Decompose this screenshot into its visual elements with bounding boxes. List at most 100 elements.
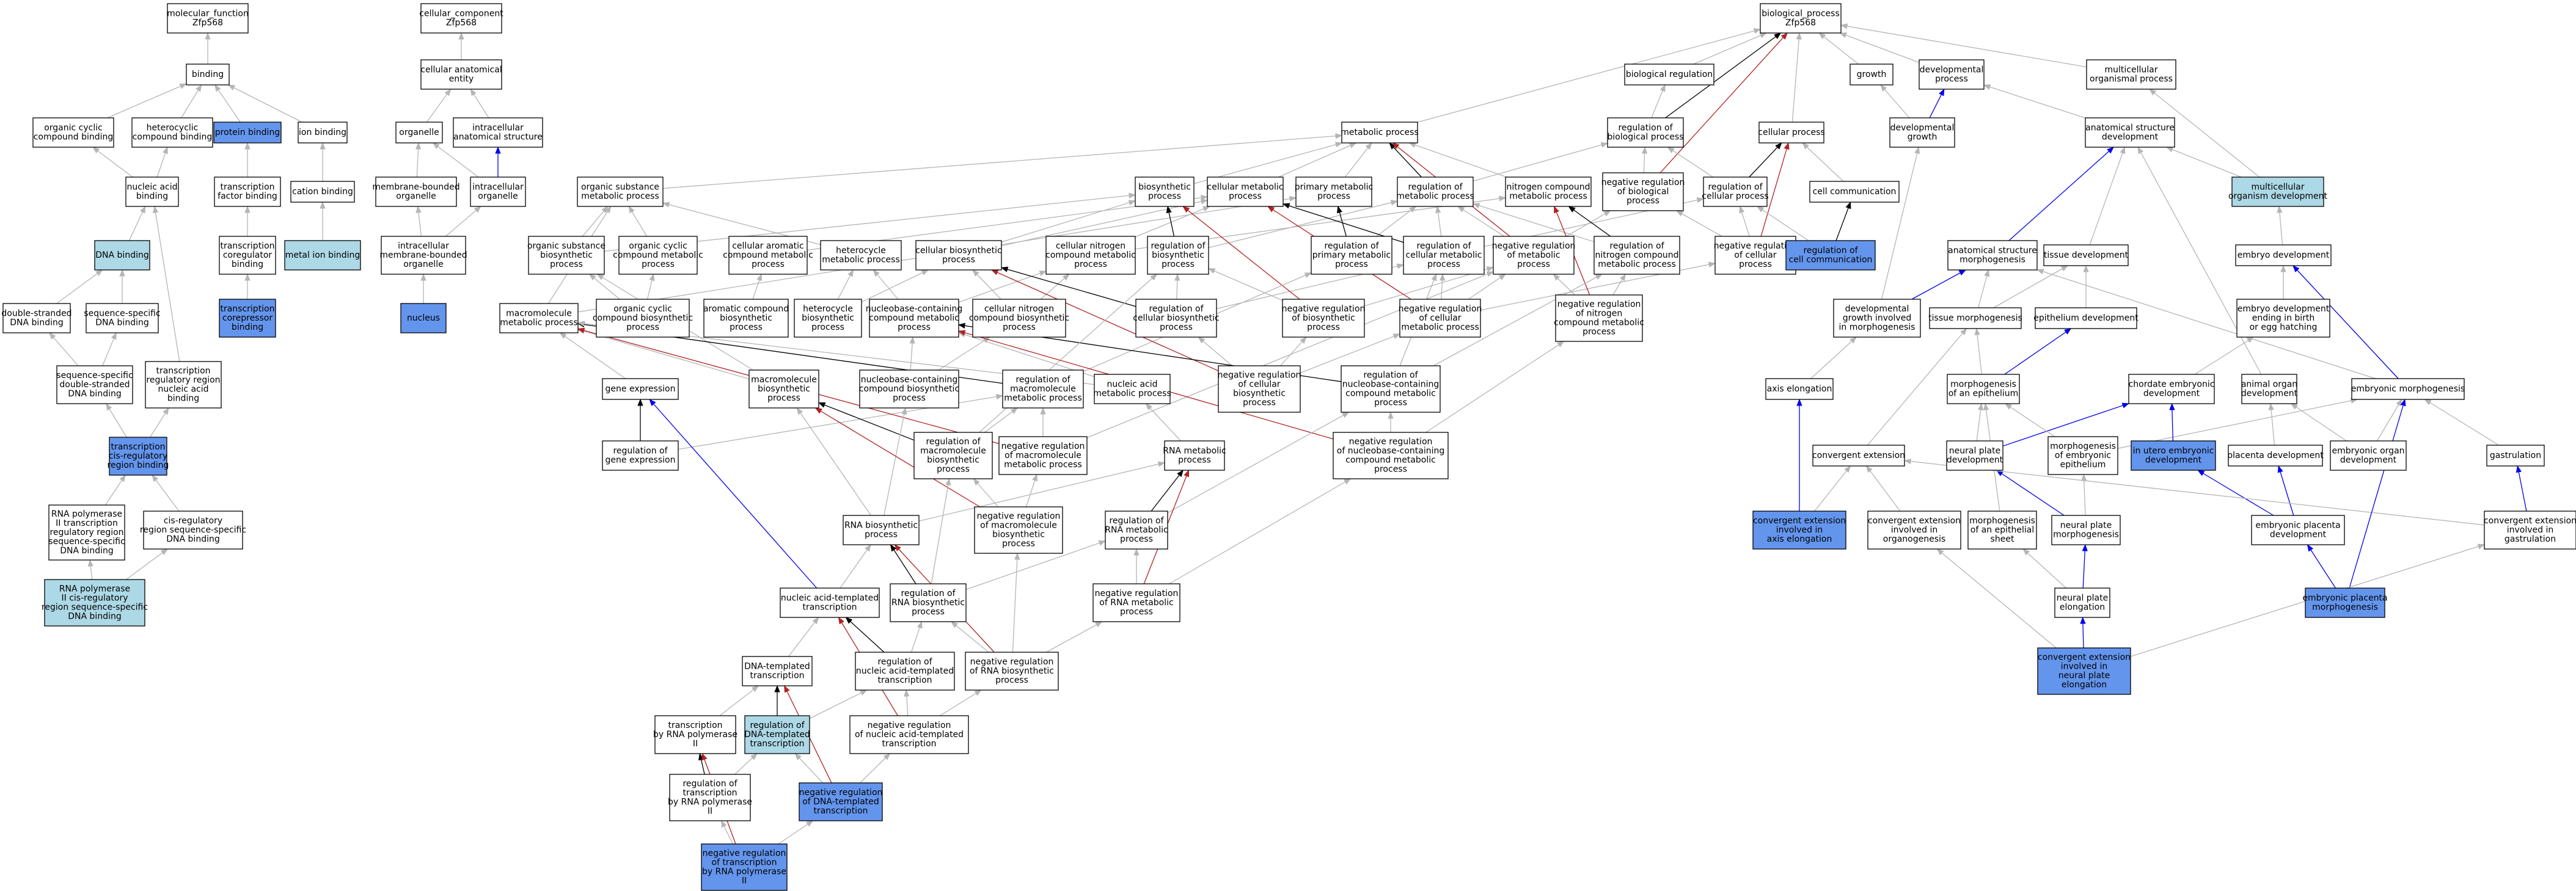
relation-edge [1996, 470, 2065, 516]
go-term-label: embryonic placenta [2302, 594, 2387, 603]
go-term-label: RNA polymerase [59, 584, 130, 594]
relation-edge [2277, 205, 2283, 245]
relation-edge [415, 142, 422, 178]
relation-edge [2169, 402, 2175, 442]
go-term-label: negative regulation [1399, 304, 1482, 314]
go-term-label: process [752, 260, 785, 269]
go-term-label: biological_process [1762, 9, 1840, 19]
go-term-label: of an epithelium [1948, 389, 2019, 399]
relation-edge [102, 332, 117, 366]
go-term-box [1505, 176, 1592, 207]
go-term-box [1403, 236, 1485, 275]
go-term-label: in morphogenesis [1839, 322, 1916, 332]
relation-edge [958, 271, 1047, 303]
go-term-label: compound biosynthetic [969, 313, 1069, 323]
relation-edge [2008, 147, 2115, 241]
go-term-label: of embryonic [2055, 451, 2111, 460]
go-term-label: nucleobase-containing [1342, 380, 1440, 390]
go-term-label: negative regulation [1218, 371, 1301, 380]
go-term-node: axis elongation [1765, 378, 1834, 400]
go-term-label: regulation of [1408, 183, 1463, 192]
go-term-box [915, 240, 1002, 271]
relation-edge [1911, 269, 1966, 300]
go-term-label: development [2102, 133, 2159, 142]
go-term-label: membrane-bounded [372, 183, 459, 192]
relation-edge [1993, 265, 2069, 308]
relation-edge [2149, 89, 2260, 178]
go-term-label: compound metabolic [1045, 250, 1136, 260]
go-term-node: cation binding [290, 181, 355, 203]
go-term-label: development [2143, 389, 2200, 399]
relation-edge [1667, 147, 1713, 178]
go-term-label: macromolecule [920, 446, 986, 456]
go-term-label: cellular_component [419, 9, 503, 19]
go-term-label: metabolic process [1341, 128, 1419, 137]
go-term-box [1105, 511, 1168, 550]
go-term-box [2043, 244, 2129, 266]
go-term-label: nucleic acid-templated [856, 666, 954, 676]
go-term-label: compound metabolic [1554, 318, 1644, 328]
go-term-box [728, 236, 808, 275]
go-term-box [1947, 240, 2038, 271]
relation-edge [559, 332, 626, 379]
go-term-label: developmental [1845, 304, 1909, 314]
go-term-label: gene expression [606, 456, 676, 465]
relation-edge [628, 205, 648, 237]
go-term-box [1752, 511, 1846, 550]
relation-edge [788, 617, 819, 657]
go-term-node: regulation ofnucleobase-containingcompou… [1341, 365, 1441, 413]
go-term-box [1850, 64, 1894, 85]
go-term-label: or egg hatching [2250, 322, 2318, 332]
go-term-box [2128, 374, 2215, 404]
go-term-label: by RNA polymerase [702, 867, 786, 877]
go-term-box [744, 715, 810, 754]
go-term-label: transcription [750, 739, 804, 749]
go-term-box [1812, 445, 1905, 467]
go-term-label: process [1935, 75, 1968, 84]
relation-edge [2516, 465, 2527, 512]
go-term-label: biosynthetic [1152, 250, 1204, 260]
go-term-label: transcription [111, 442, 165, 452]
go-term-label: of cellular [1238, 380, 1280, 390]
go-term-label: protein binding [215, 128, 280, 137]
go-term-label: cellular process [1702, 192, 1768, 202]
relation-edge [1278, 142, 1357, 178]
go-term-box [219, 236, 276, 275]
go-term-label: nucleic acid [158, 385, 208, 395]
go-term-node: embryonic morphogenesis [2351, 378, 2465, 400]
go-term-label: regulation of [1708, 183, 1763, 192]
go-term-label: intracellular [472, 123, 524, 133]
go-term-label: transcription [220, 183, 274, 192]
relation-edge [951, 621, 989, 653]
go-term-label: convergent extension [1812, 451, 1905, 460]
go-term-label: by RNA polymerase [653, 730, 737, 740]
go-term-label: regulation of [682, 779, 737, 789]
go-term-label: growth involved [1843, 313, 1911, 323]
go-term-label: compound metabolic [1345, 456, 1436, 465]
go-term-label: morphogenesis [2312, 603, 2378, 613]
go-term-box [2054, 587, 2110, 618]
go-term-box [2, 303, 71, 333]
go-term-node: metal ion binding [284, 240, 361, 271]
go-term-label: cell communication [1813, 187, 1897, 197]
go-term-label: ion binding [299, 128, 346, 137]
go-term-label: negative regulation [1001, 442, 1085, 451]
relation-edge [1337, 205, 1347, 237]
go-term-label: primary metabolic [1312, 250, 1391, 260]
go-term-label: regulatory region [49, 528, 123, 537]
go-term-label: morphogenesis [2053, 530, 2119, 540]
go-term-label: corepressor [222, 313, 273, 323]
go-term-label: process [1229, 192, 1262, 202]
go-term-node: nucleus [400, 303, 447, 333]
go-term-label: tissue development [2044, 250, 2129, 260]
go-term-box [2035, 307, 2137, 329]
